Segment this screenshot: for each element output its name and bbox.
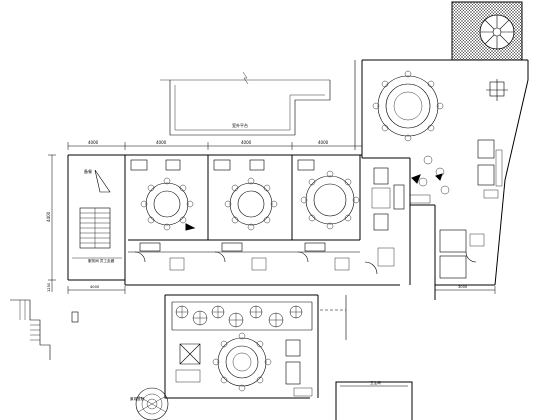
dimension-top-4: 4000 bbox=[318, 140, 329, 145]
left-room-label: 备餐 bbox=[84, 168, 92, 174]
bottom-round-entry bbox=[135, 387, 169, 420]
lounge-room bbox=[364, 167, 405, 275]
garden-wing: 景观庭院 bbox=[130, 294, 347, 401]
dimension-top-1: 4000 bbox=[88, 140, 99, 145]
top-terrace: 室外平台 bbox=[160, 71, 331, 136]
dining-room-1 bbox=[130, 159, 196, 271]
dimension-left-side: 4400 bbox=[46, 211, 51, 222]
bottom-right-label: 卫生间 bbox=[370, 380, 381, 385]
terrace-label: 室外平台 bbox=[232, 122, 248, 128]
dimension-top-2: 4000 bbox=[156, 140, 167, 145]
garden-label: 景观庭院 bbox=[130, 396, 145, 401]
left-service-room: 备餐 服务间 员工走廊 bbox=[72, 168, 122, 263]
dining-room-2 bbox=[213, 159, 278, 271]
banquet-hall bbox=[372, 70, 508, 204]
bottom-right-room: 卫生间 bbox=[335, 380, 413, 420]
bottom-left-steps bbox=[10, 299, 79, 360]
dimension-bottom-left: 4000 bbox=[90, 285, 100, 289]
left-lower-label: 服务间 员工走廊 bbox=[88, 258, 115, 263]
dimension-top-3: 4000 bbox=[241, 140, 252, 145]
dimension-lines: 4000 4000 4000 4000 4400 1250 4000 3000 bbox=[46, 140, 496, 294]
dining-room-3 bbox=[297, 159, 360, 271]
dimension-left-short: 1250 bbox=[47, 282, 51, 292]
hatched-terrace bbox=[451, 1, 523, 61]
dimension-bottom-right: 3000 bbox=[458, 285, 468, 289]
right-restrooms bbox=[439, 229, 485, 279]
main-building-walls bbox=[67, 59, 529, 300]
